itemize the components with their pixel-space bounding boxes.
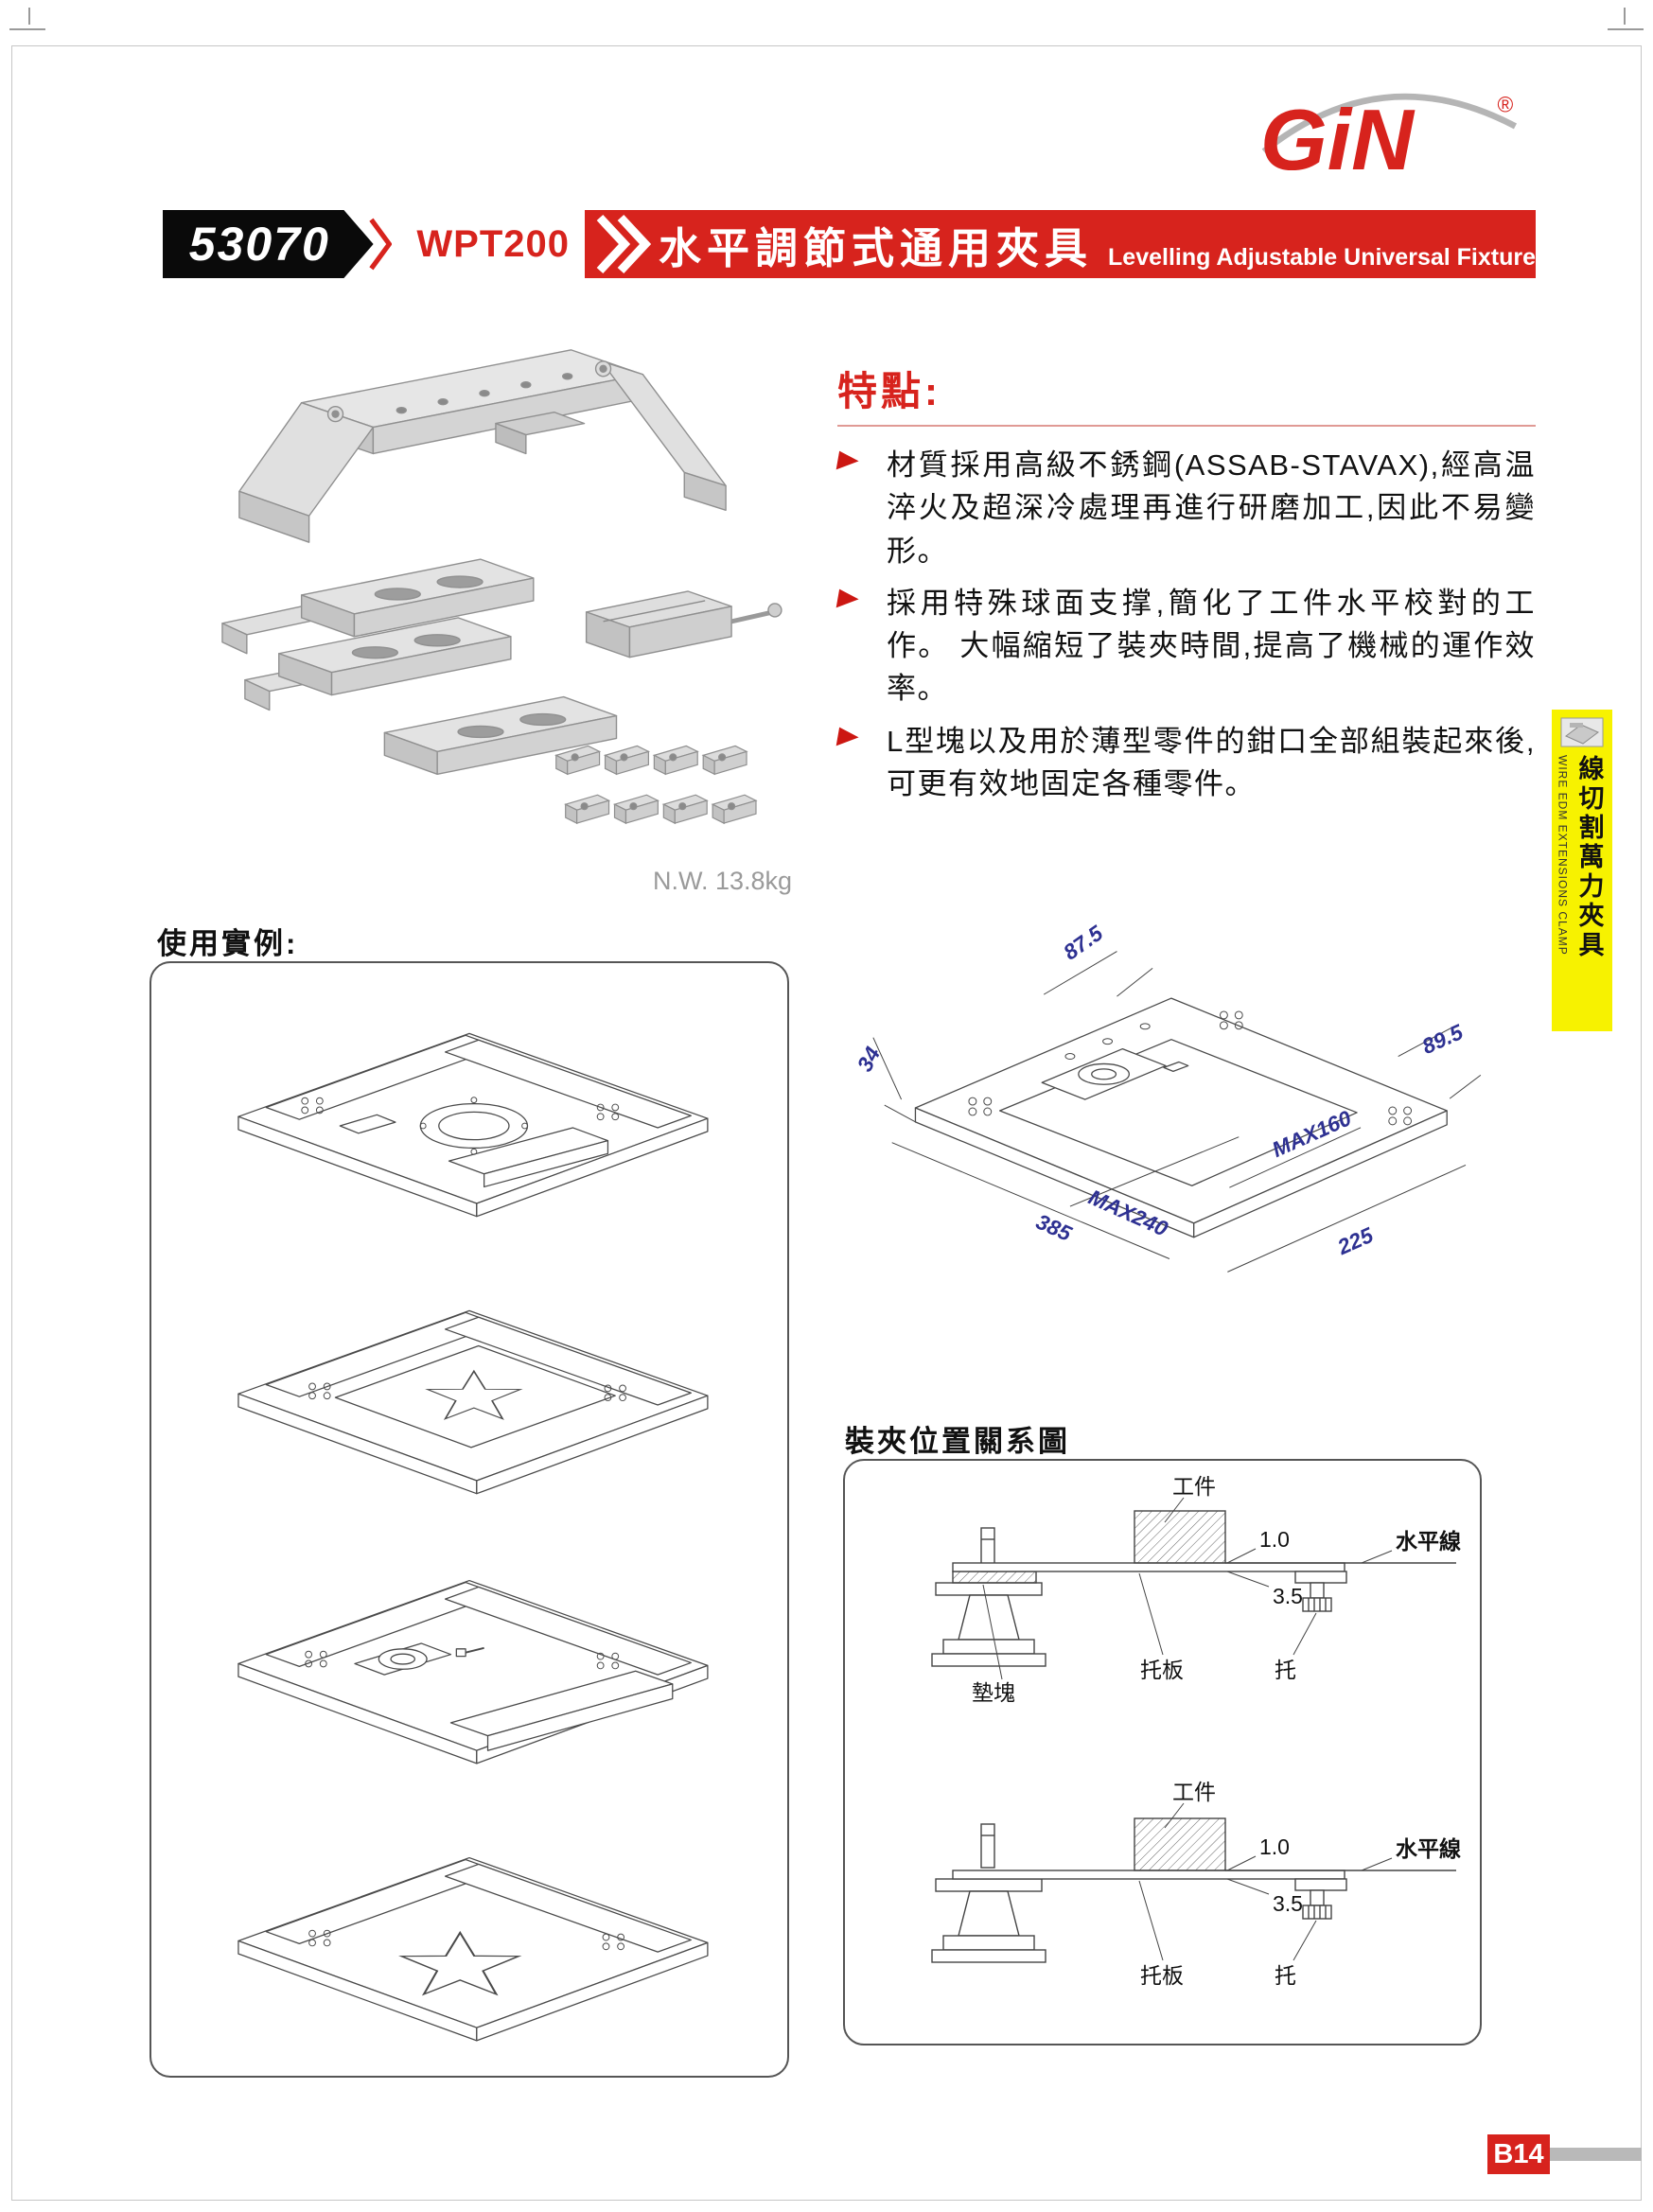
usage-example-4: [237, 1856, 709, 2042]
part-number: 53070: [188, 218, 330, 271]
red-triangle-bullet-icon: [835, 588, 888, 617]
label-dim-3-5: 3.5: [1273, 1891, 1303, 1916]
clamp-cross-section-2: 工件 水平線 1.0 3.5 托板 托: [931, 1780, 1461, 1988]
side-tab-texts: WIRE EDM EXTENSIONS CLAMP 線切割萬力夾具: [1556, 755, 1609, 1020]
side-tab-chinese: 線切割萬力夾具: [1574, 755, 1604, 960]
label-support: 托: [1275, 1658, 1296, 1682]
logo-swoosh-icon: [1261, 93, 1518, 154]
label-dim-1-0: 1.0: [1259, 1527, 1290, 1552]
cropmark-top-left: [9, 28, 45, 30]
usage-examples-label: 使用實例:: [157, 927, 299, 960]
feature-item: 採用特殊球面支撑,簡化了工件水平校對的工作。 大幅縮短了裝夾時間,提高了機械的運…: [835, 582, 1536, 711]
feature-text: L型塊以及用於薄型零件的鉗口全部組裝起來後,可更有效地固定各種零件。: [887, 724, 1536, 800]
model-number: WPT200: [416, 222, 570, 265]
page-title-zh: 水平調節式通用夾具: [659, 223, 1094, 272]
header-band: 53070 WPT200 水平調節式通用夾具 Levelling Adjusta…: [163, 210, 1536, 278]
usage-example-1: [237, 1032, 709, 1218]
category-side-tab: WIRE EDM EXTENSIONS CLAMP 線切割萬力夾具: [1552, 710, 1612, 1031]
side-tab-english: WIRE EDM EXTENSIONS CLAMP: [1556, 755, 1570, 956]
usage-example-2: [237, 1309, 709, 1495]
red-triangle-bullet-icon: [835, 727, 888, 754]
dimension-drawing: 87.5 34 89.5 MAX160 MAX240 385 225: [852, 921, 1482, 1273]
red-triangle-bullet-icon: [835, 450, 888, 479]
clamp-position-box: 工件 水平線 1.0 3.5 墊塊 托板 托: [843, 1459, 1482, 2045]
dim-385: 385: [1032, 1209, 1076, 1246]
dim-87-5: 87.5: [1059, 921, 1107, 965]
product-photo: [221, 349, 783, 825]
label-workpiece: 工件: [1172, 1474, 1216, 1499]
dim-89-5: 89.5: [1418, 1019, 1467, 1059]
gin-logo: GiN ®: [1260, 92, 1518, 187]
white-double-chevron-icon: [596, 214, 652, 274]
page-title-en: Levelling Adjustable Universal Fixture: [1108, 244, 1536, 271]
dim-34: 34: [852, 1043, 885, 1076]
usage-examples-box: [149, 961, 789, 2078]
feature-text: 採用特殊球面支撑,簡化了工件水平校對的工作。 大幅縮短了裝夾時間,提高了機械的運…: [887, 586, 1536, 706]
label-dim-1-0: 1.0: [1259, 1835, 1290, 1859]
label-workpiece: 工件: [1172, 1780, 1216, 1804]
red-chevron-icon: [368, 218, 393, 271]
label-support: 托: [1275, 1963, 1296, 1988]
logo-registered-mark: ®: [1498, 92, 1514, 116]
features-section: 特點: 材質採用高級不銹鋼(ASSAB-STAVAX),經高温淬火及超深冷處理再…: [835, 360, 1536, 815]
features-divider: [837, 425, 1536, 427]
clamp-position-label: 裝夾位置關系圖: [845, 1425, 1070, 1458]
label-plate: 托板: [1140, 1658, 1184, 1682]
cropmark-top-right: [1608, 28, 1644, 30]
cropmark-right-tick: [1624, 8, 1626, 25]
label-dim-3-5: 3.5: [1273, 1584, 1303, 1608]
feature-item: L型塊以及用於薄型零件的鉗口全部組裝起來後,可更有效地固定各種零件。: [835, 720, 1536, 806]
page-number-tail: [1550, 2148, 1642, 2161]
page-number: B14: [1487, 2134, 1550, 2174]
title-bar: 水平調節式通用夾具 Levelling Adjustable Universal…: [585, 210, 1536, 278]
label-pad: 墊塊: [972, 1680, 1015, 1705]
cropmark-left-tick: [28, 8, 30, 25]
feature-text: 材質採用高級不銹鋼(ASSAB-STAVAX),經高温淬火及超深冷處理再進行研磨…: [887, 448, 1536, 568]
logo-text: GiN: [1260, 93, 1416, 187]
label-plate: 托板: [1140, 1963, 1184, 1988]
label-level-line: 水平線: [1396, 1836, 1461, 1861]
feature-item: 材質採用高級不銹鋼(ASSAB-STAVAX),經高温淬火及超深冷處理再進行研磨…: [835, 444, 1536, 572]
clamp-cross-section-1: 工件 水平線 1.0 3.5 墊塊 托板 托: [931, 1474, 1461, 1705]
clamp-thumbnail-icon: [1560, 717, 1604, 747]
net-weight: N.W. 13.8kg: [653, 867, 793, 895]
usage-example-3: [237, 1579, 709, 1764]
dim-225: 225: [1333, 1222, 1377, 1260]
label-level-line: 水平線: [1396, 1529, 1461, 1554]
features-heading: 特點:: [837, 369, 941, 413]
part-number-box: 53070: [163, 210, 374, 278]
